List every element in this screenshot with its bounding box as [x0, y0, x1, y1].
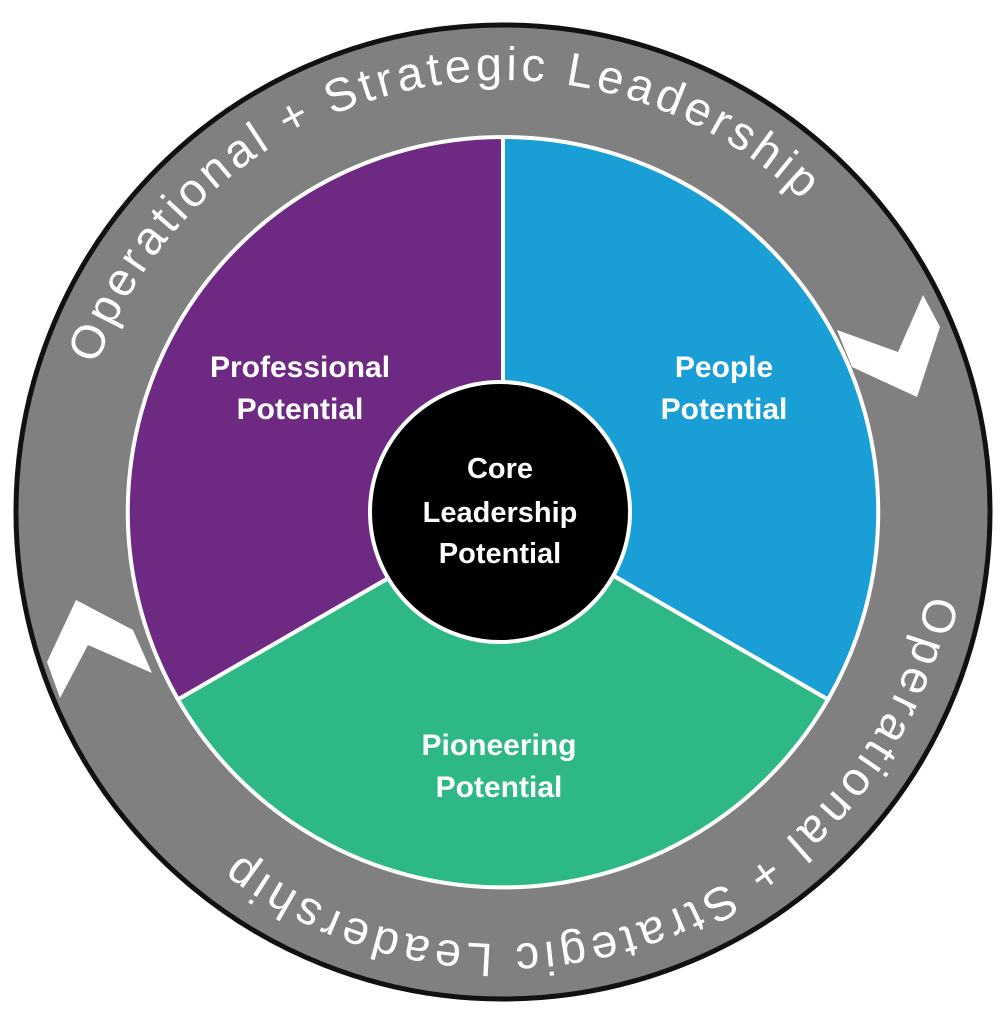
professional-label-line1: Professional: [210, 351, 390, 384]
people-label-line1: People: [675, 351, 773, 384]
chevron-right-icon: [837, 295, 940, 397]
segment-pioneering: [175, 509, 831, 890]
core-label-line3: Potential: [439, 538, 561, 570]
people-label-line2: Potential: [661, 393, 788, 426]
core-label-line1: Core: [467, 453, 533, 485]
pioneering-label-line2: Potential: [436, 771, 563, 804]
core-label-line2: Leadership: [423, 497, 578, 529]
chevron-left-icon: [47, 600, 152, 698]
core-circle: [368, 380, 632, 644]
pioneering-label-line1: Pioneering: [421, 729, 576, 762]
professional-label-line2: Potential: [237, 393, 364, 426]
